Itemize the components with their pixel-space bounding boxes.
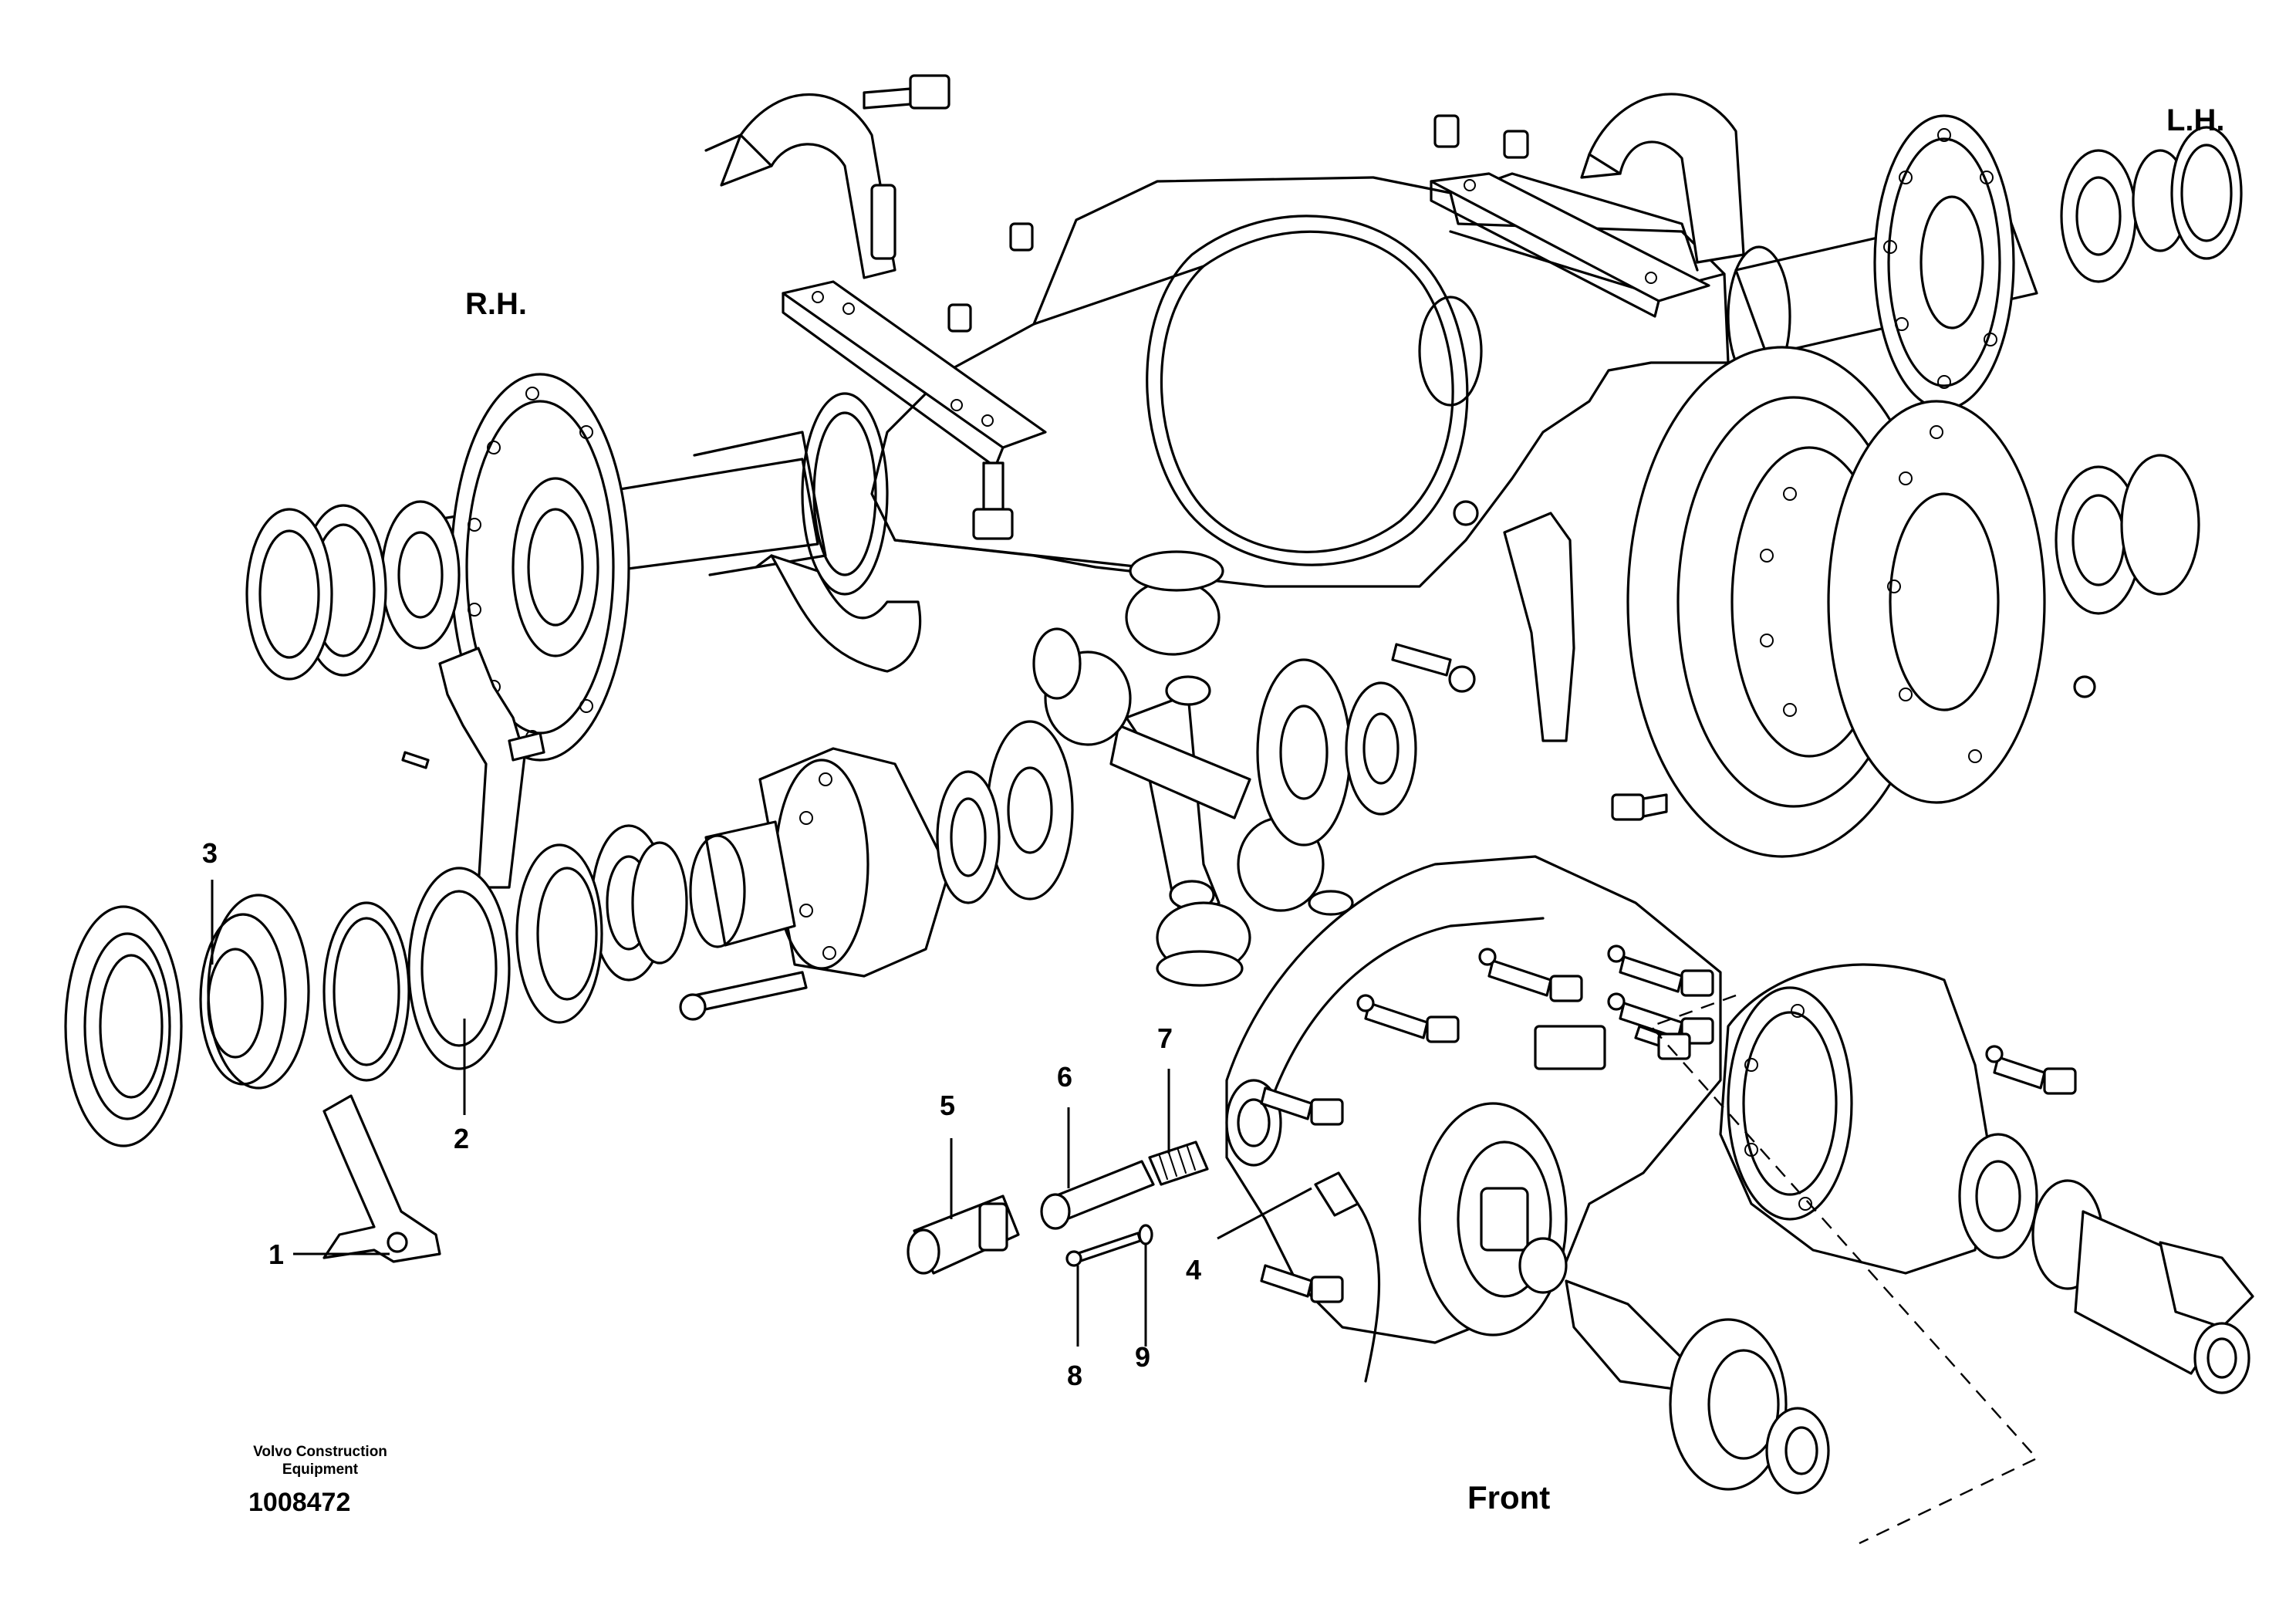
small-pin — [401, 751, 430, 769]
callout-1: 1 — [268, 1238, 285, 1270]
lh-wheel-hub-flange — [1873, 114, 2015, 411]
diff-case-flange — [1827, 400, 2046, 804]
bearing-cup — [515, 843, 603, 1024]
callout-7: 7 — [1157, 1022, 1173, 1054]
rh-bearing-cap — [704, 93, 896, 279]
clutch-collar — [199, 894, 310, 1090]
lh-bearing-cap-lower — [1503, 512, 1575, 742]
document-number: 1008472 — [248, 1488, 351, 1517]
rh-mounting-pad — [782, 280, 1047, 468]
callout-9: 9 — [1135, 1341, 1151, 1373]
taper-bearing-cone — [590, 824, 688, 982]
part-7-spring — [1148, 1140, 1209, 1186]
rh-cap-bolt — [863, 74, 950, 110]
callout-leaders — [211, 880, 1312, 1347]
drive-pinion — [1518, 1237, 1830, 1495]
diff-case-left — [758, 747, 950, 978]
brand-caption: Volvo Construction Equipment — [231, 1443, 409, 1478]
thrust-washers — [1032, 550, 1417, 987]
part-4-breather-fitting — [1314, 1171, 1381, 1383]
brand-line-1: Volvo Construction — [253, 1444, 387, 1460]
rh-brake-bracket — [755, 554, 922, 673]
inter-axle-diff-housing — [1719, 963, 1992, 1275]
callout-8: 8 — [1067, 1360, 1083, 1391]
bearing-cap-left — [438, 647, 545, 889]
housing-plugs — [947, 114, 1529, 540]
diff-case-bolt — [679, 971, 808, 1021]
lock-plate — [322, 1094, 441, 1263]
lh-bearing-and-seals — [2060, 126, 2243, 283]
interconnect-dashed-line — [1649, 994, 2038, 1545]
callout-5: 5 — [940, 1090, 956, 1121]
carrier-bolts — [1260, 955, 2077, 1303]
callout-3: 3 — [202, 837, 218, 869]
output-shaft-and-bearings — [1958, 1133, 2254, 1394]
callout-4: 4 — [1186, 1254, 1202, 1286]
part-9-washer — [1138, 1224, 1153, 1245]
part-5-sensor-housing — [907, 1195, 1020, 1275]
lh-side-label: L.H. — [2166, 103, 2225, 137]
front-label: Front — [1467, 1479, 1551, 1516]
side-gear-left — [936, 720, 1074, 904]
snap-ring — [322, 901, 410, 1082]
differential-spider — [1109, 675, 1251, 928]
part-6-plunger — [1040, 1160, 1155, 1230]
washers-stack — [1356, 944, 2004, 1063]
callout-2: 2 — [454, 1123, 470, 1154]
diff-bearing-lh — [2055, 454, 2200, 615]
rh-bearing-and-seals — [245, 500, 461, 681]
small-bolts-right — [1391, 500, 2096, 821]
callout-6: 6 — [1057, 1061, 1073, 1093]
lh-bearing-cap — [1580, 93, 1745, 264]
side-gear — [1256, 658, 1352, 846]
lh-mounting-pad — [1430, 172, 1710, 318]
rh-side-label: R.H. — [465, 287, 527, 321]
brand-line-2: Equipment — [282, 1461, 359, 1478]
part-8-screw — [1065, 1232, 1142, 1267]
toothed-nut — [64, 905, 183, 1147]
diff-case-spline — [689, 820, 796, 948]
adjuster-ring — [407, 867, 511, 1070]
